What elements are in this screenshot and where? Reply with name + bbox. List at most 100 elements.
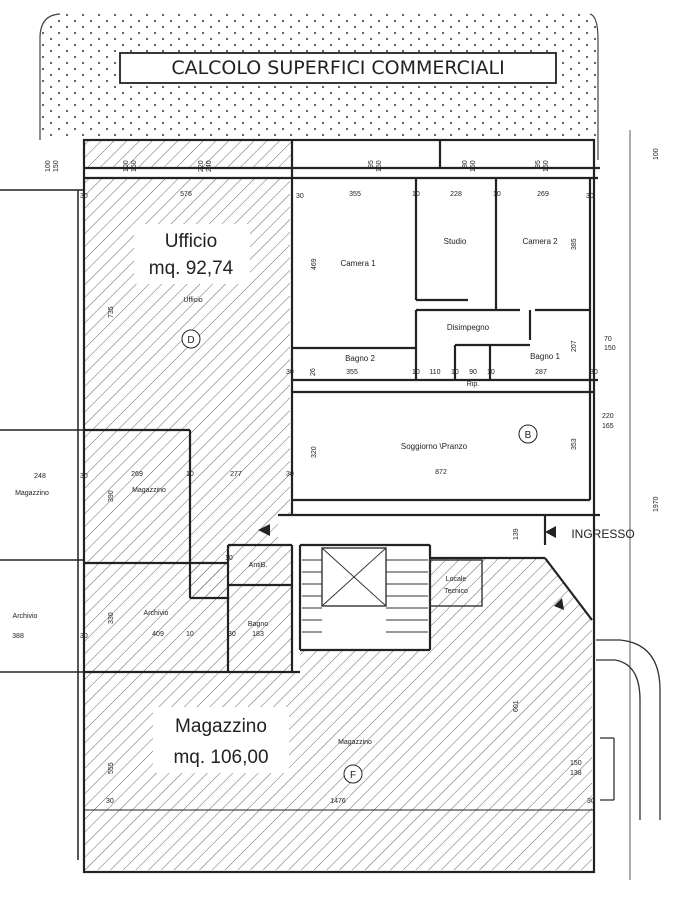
zone-residenza: B — [518, 424, 538, 444]
zone-marker-b — [518, 424, 538, 444]
dimension-labels: 100 150 100 150 220 240 95 150 80 150 95… — [12, 148, 660, 805]
dim-872: 872 — [435, 469, 447, 476]
arrow-icon — [554, 598, 564, 610]
zone-marker-d-label: D — [187, 335, 194, 346]
room-bagno-1: Bagno 1 — [530, 352, 560, 361]
room-antibagno: AntiB. — [249, 562, 268, 569]
room-disimpegno: Disimpegno — [447, 323, 490, 332]
dim-277: 277 — [230, 471, 242, 478]
dim-320: 320 — [311, 446, 318, 458]
dim-30-h: 30 — [80, 633, 88, 640]
dim-207: 207 — [571, 340, 578, 352]
dim-30-b: 30 — [296, 193, 304, 200]
dim-1970: 1970 — [653, 496, 660, 512]
dim-30-d: 30 — [286, 369, 294, 376]
page-title: CALCOLO SUPERFICI COMMERCIALI — [171, 57, 504, 79]
dim-10-g: 10 — [186, 631, 194, 638]
dim-269-mid: 269 — [131, 471, 143, 478]
dim-70: 70 — [604, 336, 612, 343]
zone-magazzino: Magazzino mq. 106,00 Magazzino F — [153, 707, 372, 784]
dim-10-f: 10 — [186, 471, 194, 478]
dim-1476: 1476 — [330, 798, 346, 805]
room-archivio-left: Archivio — [13, 613, 38, 620]
dim-385: 385 — [571, 238, 578, 250]
ingresso-label: INGRESSO — [571, 527, 634, 541]
dim-388: 388 — [12, 633, 24, 640]
dim-30-a: 30 — [80, 193, 88, 200]
room-labels: Camera 1 Studio Camera 2 Disimpegno Bagn… — [13, 237, 635, 628]
room-ripostiglio: Rip. — [467, 381, 480, 388]
dim-353: 353 — [571, 438, 578, 450]
zone-magazzino-label: Magazzino — [175, 716, 267, 737]
dim-150-f: 150 — [604, 345, 616, 352]
dim-165: 165 — [602, 423, 614, 430]
dim-228: 228 — [450, 191, 462, 198]
dim-10-b: 10 — [493, 191, 501, 198]
room-magazzino-label: Magazzino — [338, 739, 372, 746]
dim-469: 469 — [311, 258, 318, 270]
zone-ufficio: Ufficio mq. 92,74 Ufficio D — [134, 224, 250, 349]
room-camera-2: Camera 2 — [522, 237, 558, 246]
dim-110: 110 — [429, 369, 440, 376]
title-box: CALCOLO SUPERFICI COMMERCIALI — [119, 52, 557, 84]
dim-248: 248 — [34, 473, 46, 480]
room-studio: Studio — [444, 237, 467, 246]
room-bagno: Bagno — [248, 621, 268, 628]
dim-10-d: 10 — [451, 369, 459, 376]
dim-26: 26 — [310, 368, 317, 376]
dim-355-mid: 355 — [346, 369, 358, 376]
dim-576: 576 — [180, 191, 192, 198]
dim-390: 390 — [108, 490, 115, 502]
dim-100-right: 100 — [653, 148, 660, 160]
zone-ufficio-label: Ufficio — [165, 231, 217, 252]
dim-735: 735 — [108, 306, 115, 318]
dim-220-b: 220 — [602, 413, 614, 420]
room-magazzino-small: Magazzino — [132, 487, 166, 494]
dim-150-a: 150 — [53, 160, 60, 172]
dim-95-b: 95 — [535, 160, 542, 168]
room-camera-1: Camera 1 — [340, 259, 376, 268]
dim-150-g: 150 — [570, 760, 582, 767]
zone-marker-f — [343, 764, 363, 784]
zone-ufficio-area: mq. 92,74 — [149, 258, 234, 279]
dim-80: 80 — [462, 160, 469, 168]
zone-marker-b-label: B — [525, 430, 532, 441]
dim-10-e: 10 — [487, 369, 495, 376]
zone-marker-d — [181, 329, 201, 349]
arrow-icon — [545, 526, 556, 538]
arrow-icon — [258, 524, 270, 536]
dim-30-c: 30 — [586, 193, 594, 200]
room-bagno-2: Bagno 2 — [345, 354, 375, 363]
room-locale-tecnico-line2: Tecnico — [444, 588, 468, 595]
dim-220-a: 220 — [198, 160, 205, 172]
dim-330: 330 — [108, 612, 115, 624]
stairwell — [302, 547, 483, 633]
dim-355-top: 355 — [349, 191, 361, 198]
dim-139: 139 — [513, 528, 520, 540]
dim-409: 409 — [152, 631, 164, 638]
dim-555: 555 — [108, 762, 115, 774]
dim-100-b: 100 — [123, 160, 130, 172]
dim-269-top: 269 — [537, 191, 549, 198]
dim-10-c: 10 — [412, 369, 420, 376]
exterior-ramp — [596, 130, 661, 880]
dim-30-j: 30 — [587, 798, 595, 805]
room-soggiorno-pranzo: Soggiorno \Pranzo — [401, 442, 468, 451]
dim-150-b: 150 — [131, 160, 138, 172]
dim-150-c: 150 — [376, 160, 383, 172]
dim-30-f: 30 — [80, 473, 88, 480]
room-ufficio-label: Ufficio — [183, 297, 202, 304]
dim-601: 601 — [513, 700, 520, 712]
dim-30-e: 30 — [590, 369, 598, 376]
dim-30-i: 30 — [228, 631, 236, 638]
dim-10-a: 10 — [412, 191, 420, 198]
garden-area — [39, 13, 599, 160]
dim-183: 183 — [252, 631, 264, 638]
dim-150-e: 150 — [543, 160, 550, 172]
dim-100-a: 100 — [45, 160, 52, 172]
dim-287: 287 — [535, 369, 547, 376]
room-locale-tecnico-line1: Locale — [446, 576, 467, 583]
dim-90: 90 — [469, 369, 477, 376]
dim-95-a: 95 — [368, 160, 375, 168]
